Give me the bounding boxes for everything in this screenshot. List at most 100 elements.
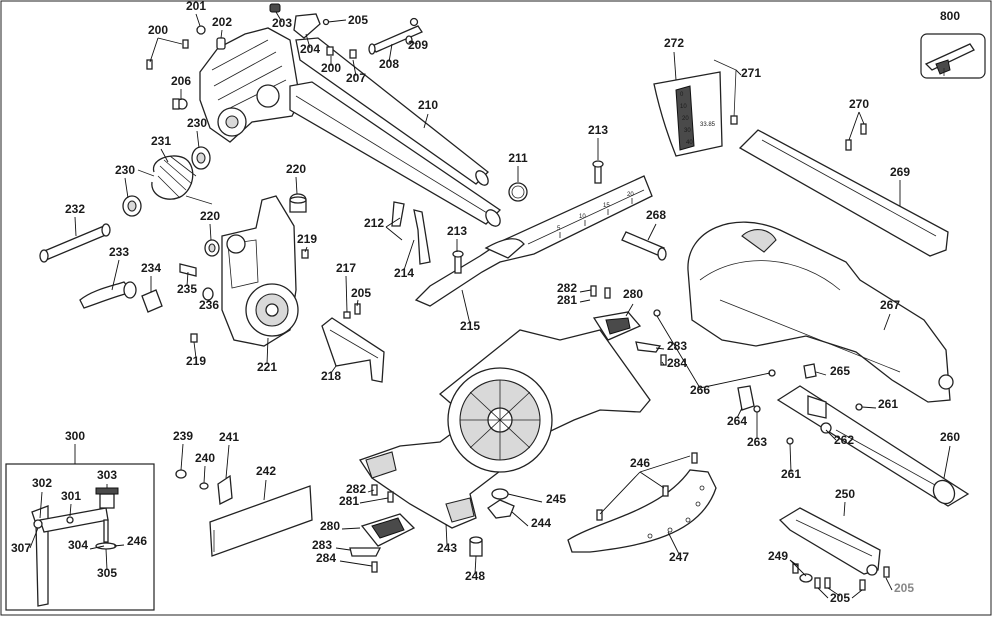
bevel-tick-30: 30: [684, 128, 691, 134]
bevel-tick-extra: 33.85: [700, 122, 716, 128]
part-callout-261: 261: [781, 467, 801, 481]
fence-scale: 5 10 15 20: [557, 192, 634, 238]
part-callout-230: 230: [115, 163, 135, 177]
part-callout-231: 231: [151, 134, 171, 148]
part-callout-221: 221: [257, 360, 277, 374]
part-callout-301: 301: [61, 489, 81, 503]
bevel-scale-group: 0 10 20 30 40 33.85: [653, 59, 738, 157]
part-callout-245: 245: [546, 492, 566, 506]
part-callout-243: 243: [437, 541, 457, 555]
part-callout-280: 280: [623, 287, 643, 301]
tool-800-box: [920, 33, 986, 79]
part-callout-200: 200: [148, 23, 168, 37]
bevel-tick-10: 10: [680, 104, 687, 110]
part-callout-220: 220: [200, 209, 220, 223]
scale-tick-5: 5: [557, 226, 561, 232]
bevel-tick-20: 20: [682, 116, 689, 122]
part-callout-215: 215: [460, 319, 480, 333]
part-callout-300: 300: [65, 429, 85, 443]
part-callout-203: 203: [272, 16, 292, 30]
rail-group: [737, 385, 970, 591]
part-callout-208: 208: [379, 57, 399, 71]
part-callout-262: 262: [834, 433, 854, 447]
part-callout-219: 219: [186, 354, 206, 368]
part-callout-250: 250: [835, 487, 855, 501]
part-callout-284: 284: [316, 551, 336, 565]
part-callout-244: 244: [531, 516, 551, 530]
part-callout-234: 234: [141, 261, 161, 275]
part-callout-230: 230: [187, 116, 207, 130]
part-callout-202: 202: [212, 15, 232, 29]
clamp-box-300: [5, 463, 155, 611]
motor-housing-group: [79, 193, 309, 347]
part-callout-219: 219: [297, 232, 317, 246]
part-callout-220: 220: [286, 162, 306, 176]
bevel-tick-40: 40: [686, 140, 693, 146]
part-callout-235: 235: [177, 282, 197, 296]
detent-plate-group: [567, 452, 717, 553]
part-callout-239: 239: [173, 429, 193, 443]
part-callout-247: 247: [669, 550, 689, 564]
part-callout-263: 263: [747, 435, 767, 449]
part-callout-240: 240: [195, 451, 215, 465]
part-callout-205: 205: [351, 286, 371, 300]
part-callout-282: 282: [346, 482, 366, 496]
part-callout-213: 213: [447, 224, 467, 238]
fence-group: 5 10 15 20: [321, 160, 653, 383]
part-callout-307: 307: [11, 541, 31, 555]
table-group: [621, 123, 954, 403]
part-callout-206: 206: [171, 74, 191, 88]
part-callout-205: 205: [830, 591, 850, 605]
part-callout-304: 304: [68, 538, 88, 552]
part-callout-282: 282: [557, 281, 577, 295]
part-callout-236: 236: [199, 298, 219, 312]
part-callout-303: 303: [97, 468, 117, 482]
part-callout-261: 261: [878, 397, 898, 411]
part-callout-210: 210: [418, 98, 438, 112]
part-callout-249: 249: [768, 549, 788, 563]
part-callout-207: 207: [346, 71, 366, 85]
part-callout-205: 205: [894, 581, 914, 595]
part-callout-200: 200: [321, 61, 341, 75]
part-callout-246: 246: [630, 456, 650, 470]
part-callout-270: 270: [849, 97, 869, 111]
base-group: [349, 285, 667, 573]
part-callout-264: 264: [727, 414, 747, 428]
part-callout-272: 272: [664, 36, 684, 50]
part-callout-205: 205: [348, 13, 368, 27]
part-callout-260: 260: [940, 430, 960, 444]
fence-plate-group: [175, 469, 313, 557]
part-callout-218: 218: [321, 369, 341, 383]
part-callout-269: 269: [890, 165, 910, 179]
part-callout-217: 217: [336, 261, 356, 275]
part-callout-283: 283: [667, 339, 687, 353]
part-callout-233: 233: [109, 245, 129, 259]
part-callout-241: 241: [219, 430, 239, 444]
part-callout-246: 246: [127, 534, 147, 548]
scale-tick-20: 20: [627, 192, 634, 198]
part-callout-209: 209: [408, 38, 428, 52]
part-callout-268: 268: [646, 208, 666, 222]
part-callout-211: 211: [508, 151, 528, 165]
leader-lines: [29, 11, 951, 599]
part-callout-212: 212: [364, 216, 384, 230]
part-callout-242: 242: [256, 464, 276, 478]
upper-arm-group: [146, 3, 502, 227]
part-callout-800: 800: [940, 9, 960, 23]
part-callout-283: 283: [312, 538, 332, 552]
part-callout-284: 284: [667, 356, 687, 370]
part-callout-280: 280: [320, 519, 340, 533]
part-callout-281: 281: [557, 293, 577, 307]
part-callout-271: 271: [741, 66, 761, 80]
part-callout-266: 266: [690, 383, 710, 397]
part-callout-248: 248: [465, 569, 485, 583]
scale-tick-15: 15: [603, 203, 610, 209]
part-callout-213: 213: [588, 123, 608, 137]
scale-tick-10: 10: [579, 214, 586, 220]
part-callout-265: 265: [830, 364, 850, 378]
part-callout-281: 281: [339, 494, 359, 508]
